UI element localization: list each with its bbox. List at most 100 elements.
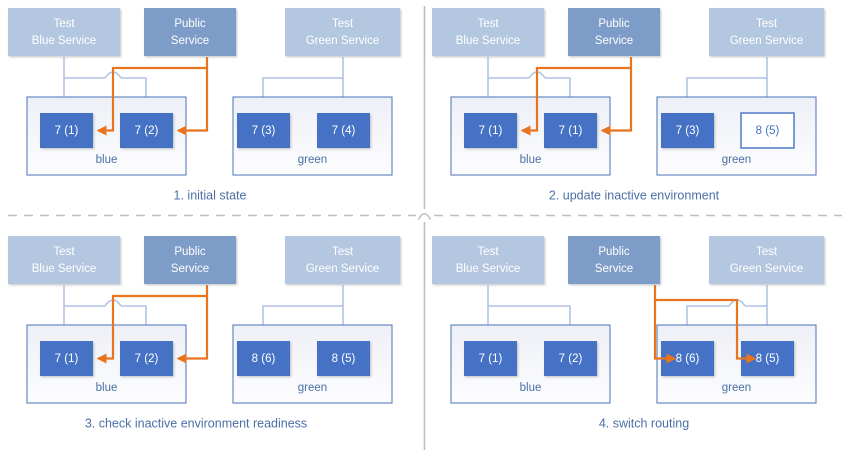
blue-instance-1-label: 7 (1) [479,353,503,365]
panel-4-services: Test Blue Service Public Service Test Gr… [432,236,824,284]
test-green-service-line1: Test [756,18,778,30]
panel-2-services: Test Blue Service Public Service Test Gr… [432,8,824,56]
panel-dividers [8,6,842,450]
panel-2-caption: 2. update inactive environment [549,188,720,202]
routing-public-to-blue-instance-2 [176,68,209,136]
blue-instance-1-box[interactable] [40,113,93,148]
blue-instance-2-label: 7 (2) [135,125,159,137]
panel-1-blue-environment: blue 7 (1) 7 (2) [26,96,187,176]
public-service-line2: Service [595,35,633,47]
test-blue-service-line2: Blue Service [456,35,521,47]
test-green-service-box[interactable] [285,8,400,56]
blue-env-label: blue [520,382,542,394]
public-service-box[interactable] [568,8,660,56]
divider-crossover-jump [417,212,432,220]
public-service-line1: Public [174,246,206,258]
green-env-label: green [298,382,327,394]
blue-instance-1-box[interactable] [40,341,93,376]
green-instance-1-box[interactable] [237,341,290,376]
test-blue-service-line2: Blue Service [32,263,97,275]
blue-env-label: blue [96,382,118,394]
panel-4-blue-environment: blue 7 (1) 7 (2) [450,324,611,404]
public-service-line1: Public [598,246,630,258]
green-instance-2-label: 7 (4) [332,125,356,137]
panel-1-green-environment: green 7 (3) 7 (4) [232,96,393,176]
test-green-service-box[interactable] [285,236,400,284]
routing-public-to-blue-instance-1 [96,57,209,136]
panel-3-public-routing [96,285,209,364]
green-instance-1-label: 8 (6) [676,353,700,365]
test-green-service-box[interactable] [709,236,824,284]
panel-4: blue 7 (1) 7 (2) green 8 (6) 8 (5) [432,236,824,430]
test-blue-service-box[interactable] [8,236,120,284]
test-blue-service-box[interactable] [432,236,544,284]
public-service-box[interactable] [144,236,236,284]
green-instance-2-label: 8 (5) [756,353,780,365]
routing-public-to-green-instance-2 [653,285,757,364]
panel-1-public-routing [96,57,209,136]
blue-instance-1-label: 7 (1) [479,125,503,137]
panel-3-blue-environment: blue 7 (1) 7 (2) [26,324,187,404]
green-instance-2-box[interactable] [740,112,795,149]
green-instance-1-box[interactable] [237,113,290,148]
green-instance-1-label: 8 (6) [252,353,276,365]
test-blue-service-line1: Test [477,18,499,30]
test-green-service-line2: Green Service [306,263,380,275]
green-instance-2-label: 8 (5) [332,353,356,365]
test-blue-service-line2: Blue Service [32,35,97,47]
panel-3: blue 7 (1) 7 (2) green 8 (6) 8 (5) [8,236,400,430]
routing-public-to-blue-instance-1 [520,57,633,136]
green-env-label: green [722,382,751,394]
test-green-service-line2: Green Service [306,35,380,47]
test-blue-service-box[interactable] [432,8,544,56]
blue-instance-2-box[interactable] [120,113,173,148]
green-env-label: green [298,154,327,166]
green-instance-2-box[interactable] [317,341,370,376]
panel-4-public-routing [653,285,757,364]
green-instance-1-box[interactable] [661,113,714,148]
panel-2: blue 7 (1) 7 (1) green 7 (3) 8 (5) [432,8,824,202]
public-service-line1: Public [174,18,206,30]
routing-public-to-green-instance-1 [653,300,677,364]
panel-1-services: Test Blue Service Public Service Test Gr… [8,8,400,56]
blue-instance-2-label: 7 (2) [559,353,583,365]
green-instance-2-label: 8 (5) [756,125,780,137]
test-green-service-line1: Test [756,246,778,258]
test-green-service-line2: Green Service [730,263,804,275]
panel-2-green-environment: green 7 (3) 8 (5) [656,96,817,176]
panel-3-caption: 3. check inactive environment readiness [85,416,307,430]
public-service-box[interactable] [568,236,660,284]
blue-env-label: blue [96,154,118,166]
blue-instance-2-label: 7 (1) [559,125,583,137]
panel-1: blue 7 (1) 7 (2) green 7 (3) 7 (4) [8,8,400,202]
panel-4-caption: 4. switch routing [599,416,689,430]
panel-3-services: Test Blue Service Public Service Test Gr… [8,236,400,284]
test-blue-service-line2: Blue Service [456,263,521,275]
green-instance-1-label: 7 (3) [676,125,700,137]
panel-2-public-routing [520,57,633,136]
connector-test-blue-to-instance-2 [487,285,575,343]
blue-instance-2-box[interactable] [120,341,173,376]
blue-instance-1-label: 7 (1) [55,125,79,137]
green-instance-1-label: 7 (3) [252,125,276,137]
blue-env-label: blue [520,154,542,166]
public-service-box[interactable] [144,8,236,56]
panel-3-green-environment: green 8 (6) 8 (5) [232,324,393,404]
green-instance-2-box[interactable] [317,113,370,148]
test-green-service-box[interactable] [709,8,824,56]
routing-public-to-blue-instance-1 [96,285,209,364]
blue-instance-1-label: 7 (1) [55,353,79,365]
test-green-service-line1: Test [332,18,354,30]
blue-instance-1-box[interactable] [464,113,517,148]
test-blue-service-box[interactable] [8,8,120,56]
blue-instance-1-box[interactable] [464,341,517,376]
public-service-line1: Public [598,18,630,30]
panel-1-caption: 1. initial state [174,188,247,202]
blue-instance-2-box[interactable] [544,113,597,148]
blue-instance-2-box[interactable] [544,341,597,376]
test-green-service-line2: Green Service [730,35,804,47]
green-env-label: green [722,154,751,166]
test-blue-service-line1: Test [477,246,499,258]
